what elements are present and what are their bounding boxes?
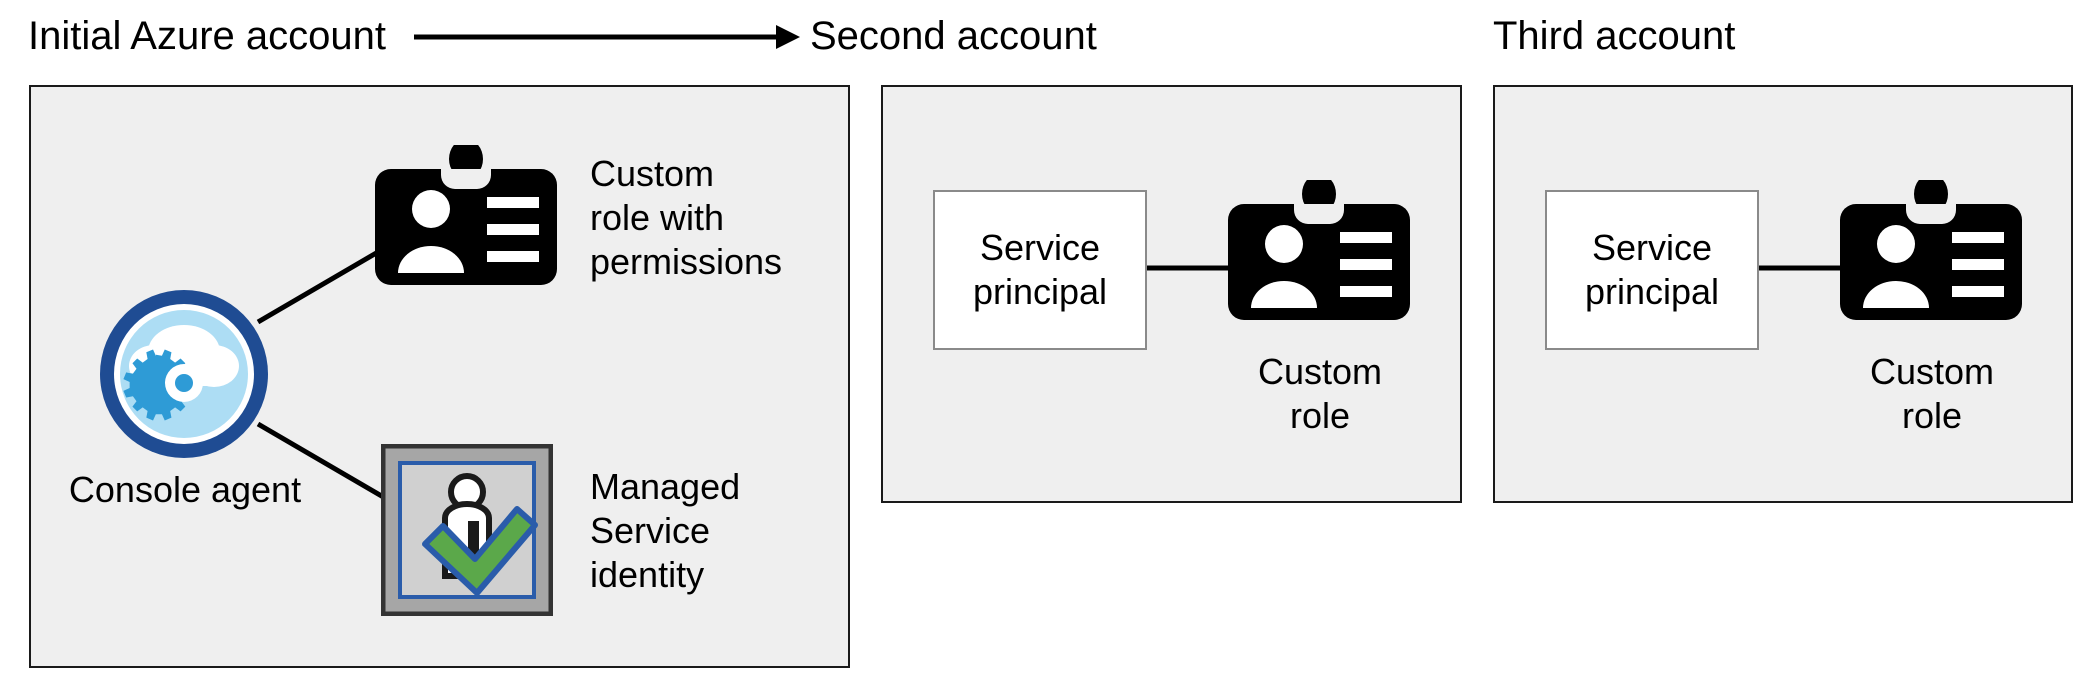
msi-label-line-2: Service <box>590 510 711 551</box>
service-principal-2-line-2: principal <box>972 271 1108 312</box>
managed-service-identity-label: Managed Service identity <box>590 465 830 597</box>
msi-label-line-3: identity <box>590 554 705 595</box>
custom-role-3-line-2: role <box>1901 395 1963 436</box>
service-principal-box-third: Service principal <box>1545 190 1759 350</box>
custom-role-3-line-1: Custom <box>1869 351 1995 392</box>
custom-role-label-second: Custom role <box>1198 350 1442 438</box>
managed-service-identity-icon <box>381 444 553 616</box>
custom-role-2-line-1: Custom <box>1257 351 1383 392</box>
custom-role-permissions-line-3: permissions <box>590 241 783 282</box>
id-badge-icon <box>1840 180 2022 320</box>
custom-role-label-third: Custom role <box>1810 350 2054 438</box>
id-badge-icon <box>1228 180 1410 320</box>
service-principal-2-line-1: Service <box>979 227 1101 268</box>
custom-role-permissions-label: Custom role with permissions <box>590 152 830 284</box>
account-header-third: Third account <box>1493 14 1736 58</box>
console-agent-label: Console agent <box>68 469 302 510</box>
cloud-gear-icon <box>100 290 268 458</box>
account-header-initial: Initial Azure account <box>28 14 386 58</box>
account-header-second: Second account <box>810 14 1097 58</box>
arrow-right-icon <box>414 25 800 49</box>
custom-role-permissions-line-2: role with <box>590 197 725 238</box>
service-principal-box-second: Service principal <box>933 190 1147 350</box>
id-badge-icon <box>375 145 557 285</box>
custom-role-permissions-line-1: Custom <box>590 153 715 194</box>
service-principal-3-line-1: Service <box>1591 227 1713 268</box>
custom-role-2-line-2: role <box>1289 395 1351 436</box>
msi-label-line-1: Managed <box>590 466 741 507</box>
service-principal-3-line-2: principal <box>1584 271 1720 312</box>
